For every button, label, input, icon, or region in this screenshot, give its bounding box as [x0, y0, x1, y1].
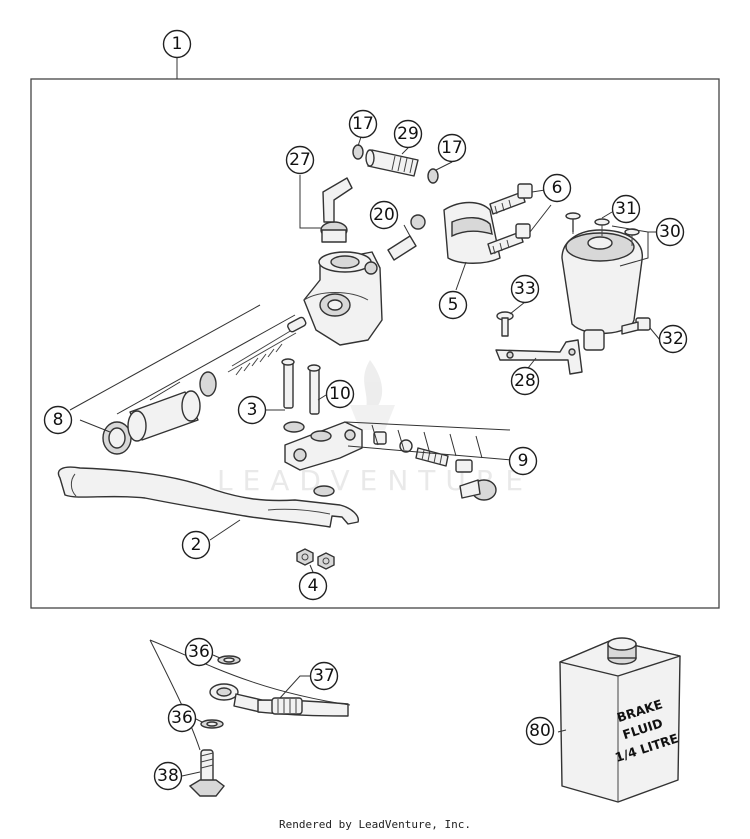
- leader-36b: [195, 718, 203, 723]
- banjo-fitting: [387, 214, 426, 261]
- svg-text:30: 30: [659, 222, 681, 242]
- hose-clips: [352, 144, 439, 184]
- leader-fan-lower: [149, 639, 351, 751]
- svg-text:31: 31: [615, 199, 637, 219]
- leader-17a: [357, 136, 362, 147]
- leader-fan-8: [69, 304, 296, 433]
- clamp-screws: [487, 183, 533, 255]
- leader-5: [455, 261, 467, 291]
- sleeve-29: [365, 149, 419, 177]
- svg-text:32: 32: [662, 329, 684, 349]
- leader-4: [309, 564, 314, 573]
- hose-assembly: [188, 655, 349, 797]
- svg-text:29: 29: [397, 124, 419, 144]
- watermark-flame-icon: [350, 360, 395, 430]
- svg-text:4: 4: [308, 576, 319, 596]
- leader-20: [403, 224, 411, 237]
- leader-31: [601, 211, 613, 219]
- master-cylinder: [303, 177, 383, 346]
- nuts: [296, 548, 335, 570]
- svg-text:28: 28: [514, 371, 536, 391]
- callout-36a: 36: [184, 637, 214, 667]
- svg-text:6: 6: [552, 178, 563, 198]
- svg-text:33: 33: [514, 279, 536, 299]
- callout-30: 30: [655, 217, 685, 247]
- svg-text:37: 37: [313, 666, 335, 686]
- leader-32: [649, 327, 661, 341]
- assembly-frame: [30, 78, 720, 609]
- brake-lever: [57, 466, 359, 528]
- pivot-bolts: [281, 358, 321, 415]
- callout-20: 20: [369, 200, 399, 230]
- leader-fan-9: [345, 421, 513, 461]
- reservoir-bracket: [495, 311, 583, 375]
- svg-text:5: 5: [448, 295, 459, 315]
- render-credit: Rendered by LeadVenture, Inc.: [278, 818, 472, 831]
- brake-fluid-bottle: [559, 637, 681, 803]
- piston-assembly: [102, 316, 307, 455]
- callout-27: 27: [285, 145, 315, 175]
- svg-text:8: 8: [53, 410, 64, 430]
- callout-8: 8: [43, 405, 73, 435]
- leader-17b: [435, 161, 453, 171]
- callout-31: 31: [611, 194, 641, 224]
- callout-80: 80: [525, 716, 555, 746]
- callout-29: 29: [393, 119, 423, 149]
- callout-3: 3: [237, 395, 267, 425]
- callout-4: 4: [298, 571, 328, 601]
- callout-5: 5: [438, 290, 468, 320]
- callout-33: 33: [510, 274, 540, 304]
- fluid-reservoir: [561, 212, 643, 351]
- handlebar-clamp: [443, 201, 501, 264]
- callout-17a: 17: [348, 109, 378, 139]
- leader-2: [209, 519, 241, 541]
- svg-text:27: 27: [289, 150, 311, 170]
- svg-text:38: 38: [157, 766, 179, 786]
- callout-36b: 36: [167, 703, 197, 733]
- svg-text:80: 80: [529, 721, 551, 741]
- svg-text:36: 36: [188, 642, 210, 662]
- leader-38: [181, 771, 201, 777]
- leader-28: [527, 357, 537, 369]
- leader-6b: [529, 204, 552, 233]
- leader-10: [317, 394, 327, 401]
- screw-32: [621, 317, 651, 335]
- leader-27: [299, 175, 322, 229]
- svg-text:17: 17: [352, 114, 374, 134]
- leader-80: [557, 729, 567, 733]
- callout-10: 10: [325, 379, 355, 409]
- svg-text:10: 10: [329, 384, 351, 404]
- svg-text:36: 36: [171, 708, 193, 728]
- callout-9: 9: [508, 446, 538, 476]
- svg-text:1: 1: [172, 34, 183, 54]
- callout-28: 28: [510, 366, 540, 396]
- callout-6: 6: [542, 173, 572, 203]
- leader-30b: [611, 225, 649, 233]
- svg-text:9: 9: [518, 451, 529, 471]
- leader-30: [619, 231, 657, 267]
- callout-17b: 17: [437, 133, 467, 163]
- svg-text:17: 17: [441, 138, 463, 158]
- svg-text:3: 3: [247, 400, 258, 420]
- leader-36a: [212, 654, 221, 659]
- leader-29: [401, 147, 409, 155]
- pivot-bracket: [283, 421, 363, 497]
- leader-37: [279, 675, 310, 699]
- svg-text:2: 2: [191, 535, 202, 555]
- svg-text:20: 20: [373, 205, 395, 225]
- callout-2: 2: [181, 530, 211, 560]
- callout-1: 1: [162, 29, 192, 59]
- callout-38: 38: [153, 761, 183, 791]
- leader-33: [509, 301, 526, 315]
- callout-37: 37: [309, 661, 339, 691]
- leader-6a: [531, 189, 546, 193]
- callout-32: 32: [658, 324, 688, 354]
